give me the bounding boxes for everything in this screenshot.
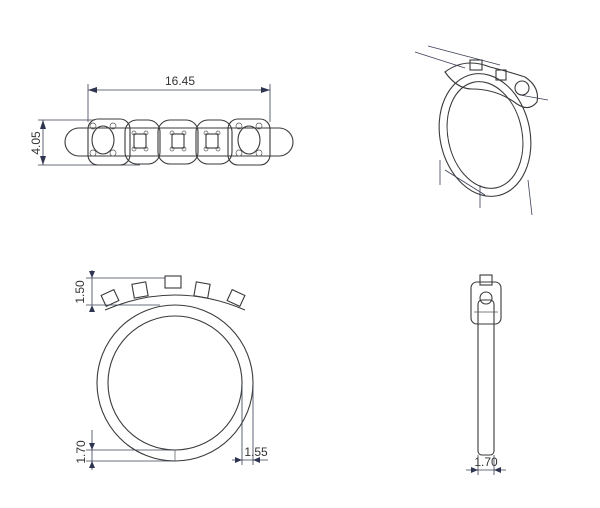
side-view: 1.70 <box>466 274 506 475</box>
height-dimension-label: 4.05 <box>29 131 43 155</box>
width-dimension-label: 16.45 <box>165 74 195 88</box>
shank-bottom-dimension-label: 1.70 <box>74 440 88 464</box>
isometric-view <box>414 45 549 216</box>
front-view: 1.50 1.70 1.55 <box>73 270 268 470</box>
shank-width-dimension-label: 1.55 <box>244 445 268 459</box>
top-view: 16.45 4.05 <box>29 74 294 166</box>
head-height-dimension-label: 1.50 <box>73 280 87 304</box>
band-width-dimension-label: 1.70 <box>474 455 498 469</box>
